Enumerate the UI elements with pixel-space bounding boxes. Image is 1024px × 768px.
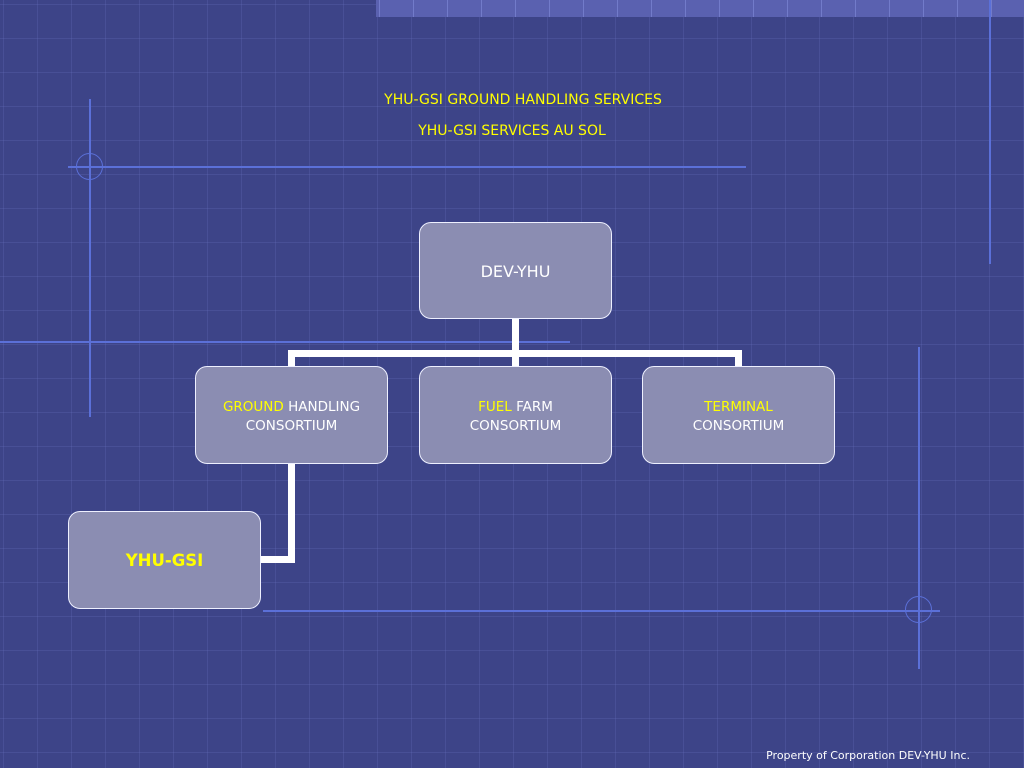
org-node-terminal-line1: TERMINAL bbox=[704, 398, 773, 417]
org-node-ground-highlight: GROUND bbox=[222, 399, 284, 415]
org-node-ground-line2: CONSORTIUM bbox=[245, 418, 338, 434]
deco-horizontal-line-bottom bbox=[263, 610, 940, 612]
deco-circle-top-left bbox=[76, 153, 103, 180]
deco-vertical-line-left bbox=[89, 99, 91, 417]
connector-root-down bbox=[512, 318, 519, 356]
org-node-yhu-gsi: YHU-GSI bbox=[68, 511, 261, 609]
org-node-fuel-line1: FUEL FARM bbox=[478, 398, 553, 417]
org-node-terminal-consortium: TERMINAL CONSORTIUM bbox=[642, 366, 835, 464]
org-node-ground-line1: GROUND HANDLING bbox=[223, 398, 360, 417]
org-node-fuel-rest: FARM bbox=[516, 399, 553, 415]
page-title-english: YHU-GSI GROUND HANDLING SERVICES bbox=[384, 92, 662, 108]
org-node-fuel-line2: CONSORTIUM bbox=[469, 418, 562, 434]
deco-horizontal-line-mid bbox=[0, 341, 570, 343]
org-node-yhu-gsi-label: YHU-GSI bbox=[125, 550, 204, 570]
connector-gsi-link bbox=[260, 556, 295, 563]
org-node-fuel-highlight: FUEL bbox=[478, 399, 512, 415]
connector-fuel-up bbox=[512, 350, 519, 367]
org-node-fuel-farm-consortium: FUEL FARM CONSORTIUM bbox=[419, 366, 612, 464]
page-title-french: YHU-GSI SERVICES AU SOL bbox=[418, 123, 606, 139]
deco-horizontal-line-top bbox=[68, 166, 746, 168]
org-node-terminal-line2: CONSORTIUM bbox=[692, 418, 785, 434]
footer-copyright: Property of Corporation DEV-YHU Inc. bbox=[766, 749, 970, 762]
connector-ground-up bbox=[288, 350, 295, 367]
org-node-ground-handling-consortium: GROUND HANDLING CONSORTIUM bbox=[195, 366, 388, 464]
top-decorative-strip bbox=[376, 0, 1024, 17]
org-node-ground-rest: HANDLING bbox=[288, 399, 361, 415]
deco-vertical-line-bottom-right bbox=[918, 347, 920, 669]
connector-terminal-up bbox=[735, 350, 742, 367]
deco-vertical-line-top-right bbox=[989, 0, 991, 264]
connector-ground-down bbox=[288, 463, 295, 563]
deco-circle-bottom-right bbox=[905, 596, 932, 623]
org-node-terminal-highlight: TERMINAL bbox=[704, 399, 773, 415]
org-node-dev-yhu: DEV-YHU bbox=[419, 222, 612, 319]
org-node-dev-yhu-label: DEV-YHU bbox=[480, 262, 551, 281]
